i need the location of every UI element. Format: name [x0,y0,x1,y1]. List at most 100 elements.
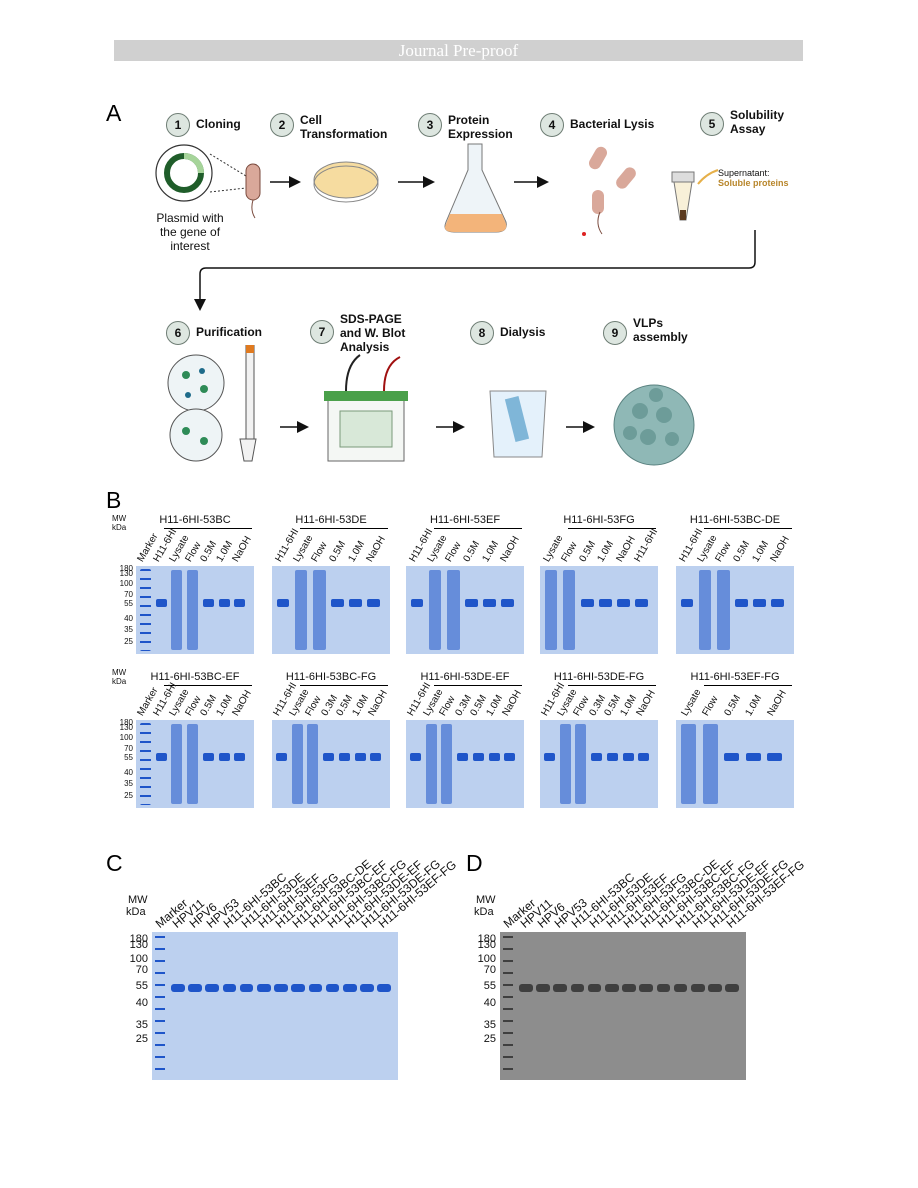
mw-marker-label: 70 [135,964,148,977]
mw-marker-label: 40 [124,767,133,777]
gel-band [504,753,516,762]
step-number: 9 [603,321,627,345]
gel-band [276,599,290,608]
protein-band [205,983,220,992]
gel-image [676,720,794,808]
gel-band [294,570,308,650]
gel-band [171,724,183,804]
gel-band [234,753,246,762]
resin-circle-icon [167,354,225,462]
mw-marker-label: 100 [129,952,148,965]
gel-band [446,570,460,650]
bacterium-icon [245,163,261,219]
step-number: 8 [470,321,494,345]
kda-header: kDa [126,906,146,918]
mw-marker-label: 130 [477,939,496,952]
lane-label: Lysate [679,687,704,718]
gel-band [575,724,587,804]
mw-marker-label: 55 [124,598,133,608]
gel-band [753,599,766,608]
protein-band [308,983,323,992]
lane-label: 0.5M [577,539,599,564]
gel-band [441,724,453,804]
mw-header: MW [476,894,496,906]
connector-arrow [194,230,756,311]
gel-band [767,753,783,762]
mw-marker-label: 180 [119,563,133,573]
mw-marker-label: 25 [124,790,133,800]
gel-image [676,566,794,654]
gel-band [367,599,380,608]
mw-marker-label: 180 [129,933,148,946]
gel-title: H11-6HI-53BC [159,514,231,526]
mw-marker-label: 180 [477,933,496,946]
gel-band [559,724,571,804]
gel-title-underline [434,528,522,529]
gel-band [202,753,214,762]
western-blot-image [500,932,746,1080]
gel-band [338,753,350,762]
gel-title: H11-6HI-53EF-FG [690,671,780,683]
gel-image [136,566,254,654]
gel-title: H11-6HI-53DE-EF [420,671,510,683]
mw-marker-label: 25 [483,1033,496,1046]
gel-title-underline [300,685,388,686]
dialysis-beaker-icon [489,390,547,458]
panel-label-b: B [106,487,122,513]
gel-band [543,753,555,762]
gel-band [771,599,784,608]
gel-band [501,599,514,608]
gel-title: H11-6HI-53BC-DE [689,514,781,526]
mw-marker-label: 35 [135,1018,148,1031]
gel-band [202,599,214,608]
gel-band [323,753,335,762]
gel-title: H11-6HI-53DE [295,514,367,526]
lane-label: NaOH [366,688,390,718]
lane-label: 0.5M [461,539,483,564]
step-label: Purification [196,325,263,339]
vlp-particle-icon [613,384,695,466]
gel-band [702,724,718,804]
gel-band [307,724,319,804]
lane-label: 0.5M [327,539,349,564]
lane-label: 1.0M [595,539,617,564]
gel-band [698,570,712,650]
step-8: 8 Dialysis [470,321,545,345]
gel-band [155,599,167,608]
protein-band [725,983,740,992]
gel-band [187,570,199,650]
column-icon [239,345,257,462]
protein-band [342,983,357,992]
protein-band [222,983,237,992]
mw-marker-label: 25 [135,1033,148,1046]
workflow-top-illustrations [155,143,756,311]
gel-image [152,932,398,1080]
mw-marker-label: 55 [124,752,133,762]
panel-label-d: D [466,850,483,876]
gel-band [591,753,603,762]
step-label: Bacterial Lysis [570,117,655,131]
gel-band [139,723,151,805]
gel-band [745,753,761,762]
mw-marker-label: 55 [135,980,148,993]
lane-label: NaOH [230,534,254,564]
gel-title: H11-6HI-53BC-EF [150,671,240,683]
gel-band [465,599,478,608]
lane-label: 1.0M [345,539,367,564]
mw-marker-label: 100 [477,952,496,965]
gel-title-underline [704,528,792,529]
gel-band [349,599,362,608]
lane-label: 0.5M [198,539,220,564]
mw-marker-label: 25 [124,636,133,646]
protein-band [239,983,254,992]
gel-band [599,599,612,608]
gel-title: H11-6HI-53FG [563,514,635,526]
supernatant-label: Supernatant: [718,168,770,178]
protein-band [673,983,688,992]
mw-marker-label: 35 [124,625,133,635]
mw-header: MW [112,514,127,523]
gel-image [406,566,524,654]
step-6: 6 Purification [166,321,262,345]
protein-band [256,983,271,992]
protein-band [553,983,568,992]
